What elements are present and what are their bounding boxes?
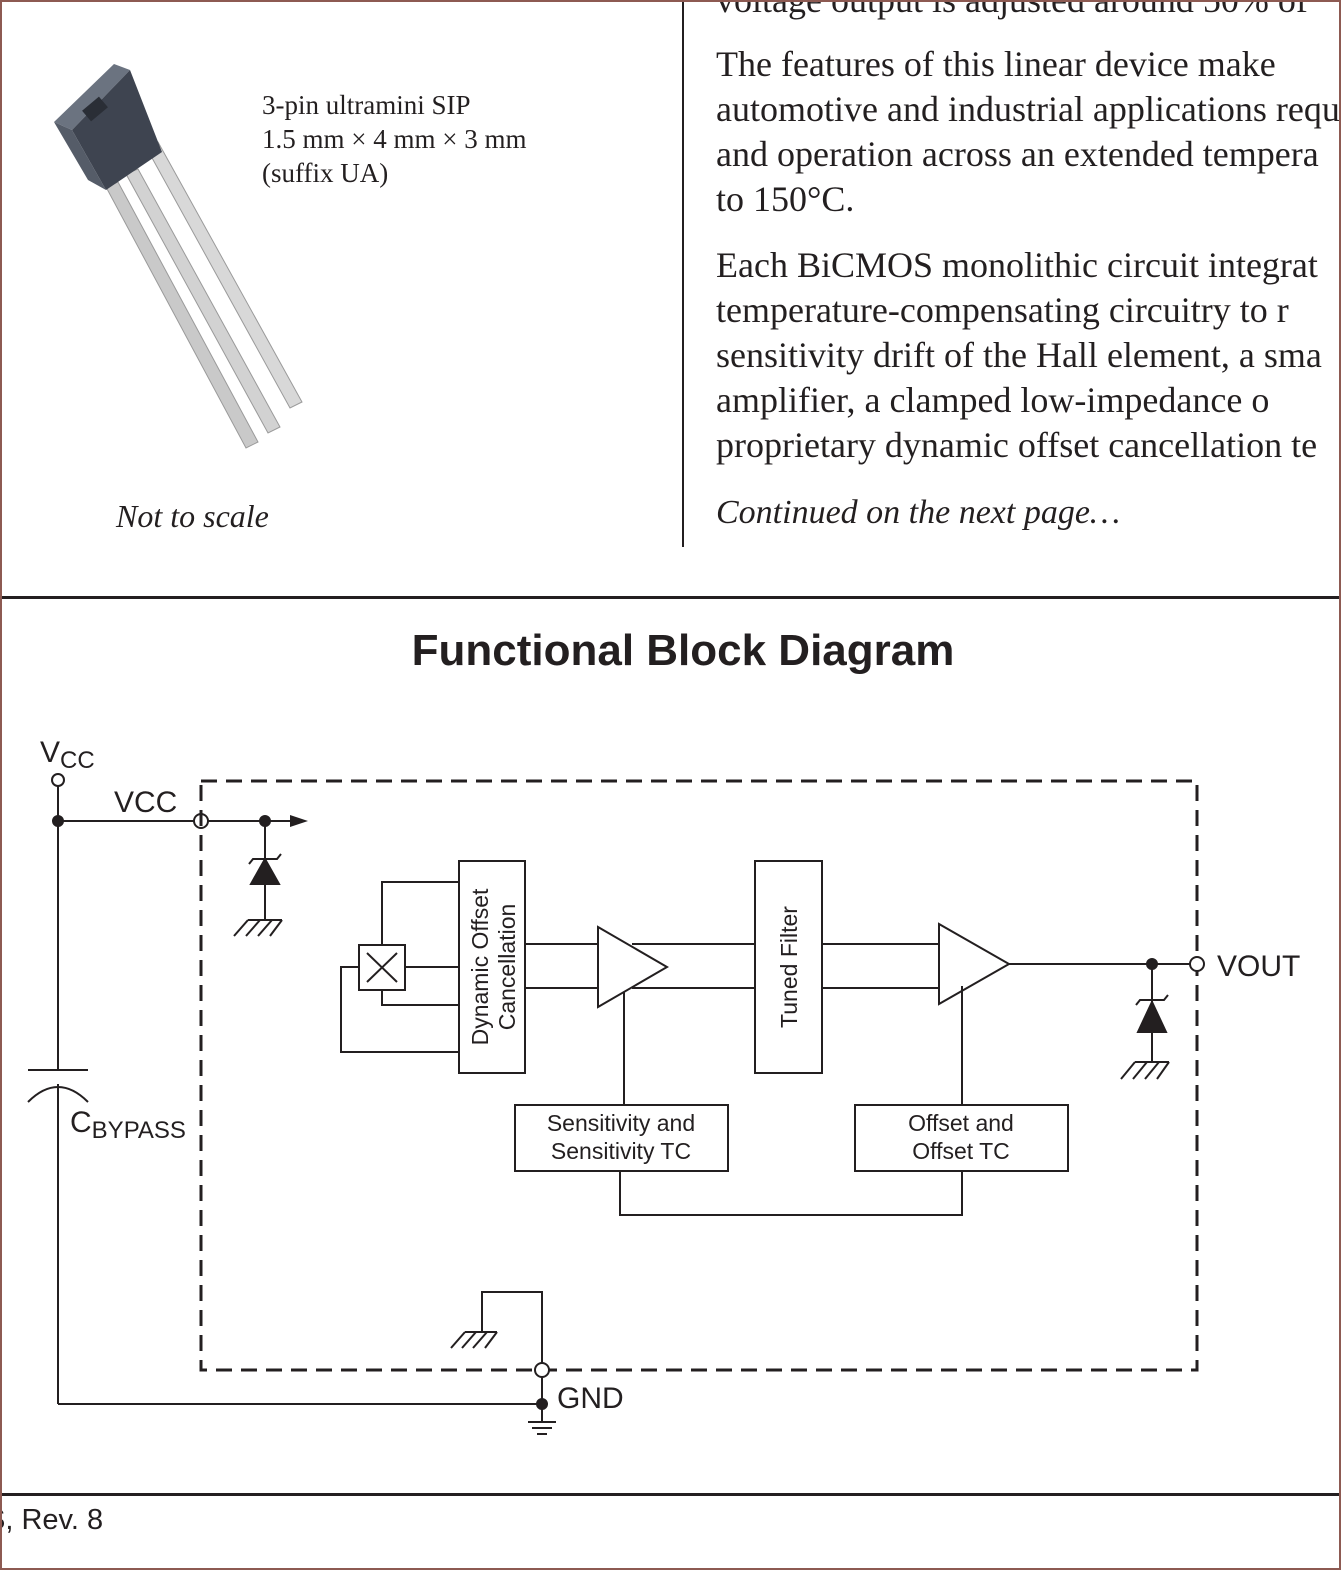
- description-line: proprietary dynamic offset cancellation …: [716, 425, 1318, 465]
- description-line: sensitivity drift of the Hall element, a…: [716, 335, 1322, 375]
- package-type: 3-pin ultramini SIP: [262, 90, 471, 120]
- hall-element-icon: [358, 944, 406, 991]
- sensitivity-block: [514, 1104, 729, 1172]
- section-rule: [2, 596, 1339, 599]
- doc-label: Dynamic OffsetCancellation: [467, 888, 520, 1045]
- continued-note: Continued on the next page…: [716, 494, 1121, 531]
- functional-block-diagram: VCC VCC CBYPASS: [27, 736, 1300, 1435]
- zener-diode-icon: [248, 821, 282, 920]
- vout-label: VOUT: [1217, 950, 1300, 983]
- tuned-filter-label: Tuned Filter: [776, 906, 802, 1028]
- footer-rule: [2, 1493, 1339, 1496]
- arrow-icon: [290, 815, 308, 827]
- ground-icon: [233, 919, 283, 937]
- package-suffix: (suffix UA): [262, 158, 389, 188]
- tuned-filter-block: [754, 860, 823, 1074]
- package-body: [54, 64, 162, 190]
- cbypass-label: CBYPASS: [70, 1106, 186, 1144]
- gnd-pin: [534, 1362, 550, 1378]
- vout-pin: [1189, 956, 1205, 972]
- description-line: voltage output is adjusted around 50% of: [716, 2, 1308, 23]
- vcc-terminal: [51, 773, 65, 787]
- description-line: to 150°C.: [716, 179, 855, 219]
- column-divider: [682, 2, 684, 547]
- gnd-label: GND: [557, 1382, 624, 1415]
- package-image: [54, 64, 303, 449]
- package-caption: 3-pin ultramini SIP 1.5 mm × 4 mm × 3 mm…: [262, 88, 526, 190]
- description-line: and operation across an extended tempera: [716, 134, 1319, 174]
- zener-diode-icon: [1135, 964, 1169, 1062]
- vcc-net-label: VCC: [114, 786, 177, 819]
- earth-ground-icon: [528, 1421, 556, 1435]
- description-line: The features of this linear device make: [716, 44, 1276, 84]
- dynamic-offset-cancellation-block: [458, 860, 526, 1074]
- description-line: automotive and industrial applications r…: [716, 89, 1340, 129]
- description-line: Each BiCMOS monolithic circuit integrat: [716, 245, 1318, 285]
- package-dimensions: 1.5 mm × 4 mm × 3 mm: [262, 124, 527, 154]
- capacitor-icon: [27, 1069, 89, 1404]
- output-amplifier-icon: [938, 922, 1012, 1006]
- description-text: voltage output is adjusted around 50% of…: [716, 2, 1340, 562]
- description-line: temperature-compensating circuitry to r: [716, 290, 1289, 330]
- ic-boundary: [199, 779, 1199, 1372]
- amplifier-icon: [597, 925, 669, 1009]
- ground-icon: [450, 1331, 498, 1349]
- vcc-pin-label: VCC: [40, 736, 95, 774]
- footer-revision: S, Rev. 8: [2, 1504, 104, 1536]
- not-to-scale-note: Not to scale: [116, 498, 269, 534]
- description-line: amplifier, a clamped low-impedance o: [716, 380, 1270, 420]
- diagram-title: Functional Block Diagram: [411, 626, 955, 675]
- junction-dot: [536, 1398, 548, 1410]
- ground-icon: [1120, 1061, 1170, 1080]
